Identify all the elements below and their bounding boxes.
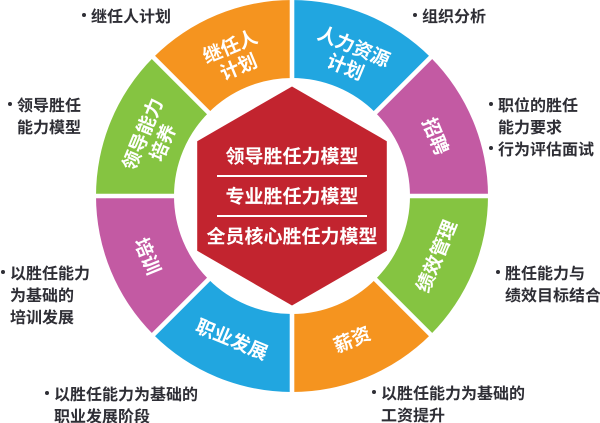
segment-dividers	[89, 0, 495, 399]
segment-career-dev	[153, 279, 292, 393]
bullet-dot-icon	[413, 4, 422, 26]
perf-goal-note: 胜任能力与 绩效目标结合	[496, 261, 600, 305]
annotation-text: 行为评估面试	[498, 136, 595, 160]
annotation-text: 绩效目标结合	[505, 282, 600, 306]
segment-training	[96, 196, 209, 335]
bullet-dot-icon	[496, 261, 505, 283]
annotation-line: 职业发展阶段	[45, 404, 198, 423]
center-model-line: 领导胜任力模型	[225, 141, 359, 169]
annotation-text: 以胜任能力	[10, 260, 91, 284]
leadership-model-note: 领导胜任 能力模型	[8, 93, 81, 137]
segment-recruiting	[375, 57, 488, 197]
bullet-spacer	[496, 283, 505, 305]
annotation-line: 绩效目标结合	[496, 283, 600, 305]
annotation-text: 以胜任能力为基础的	[381, 380, 526, 404]
bullet-dot-icon	[45, 382, 54, 404]
bullet-dot-icon	[489, 93, 498, 115]
annotation-text: 职位的胜任	[498, 92, 579, 116]
annotation-line: 职位的胜任	[489, 93, 594, 115]
bullet-dot-icon	[489, 137, 498, 159]
annotation-text: 领导胜任	[17, 92, 82, 116]
succession-note: 继任人计划	[82, 4, 171, 26]
annotation-text: 能力要求	[498, 114, 563, 138]
bullet-dot-icon	[8, 93, 17, 115]
segment-performance-mgmt	[375, 196, 489, 335]
bullet-dot-icon	[372, 381, 381, 403]
annotation-line: 以胜任能力为基础的	[45, 382, 198, 404]
bullet-spacer	[1, 283, 10, 305]
annotation-text: 胜任能力与	[505, 260, 586, 284]
position-req-note: 职位的胜任 能力要求 行为评估面试	[489, 93, 594, 159]
bullet-spacer	[8, 115, 17, 137]
segment-leadership-dev	[96, 57, 209, 197]
annotation-text: 工资提升	[381, 402, 446, 423]
annotation-line: 能力模型	[8, 115, 81, 137]
annotation-line: 以胜任能力	[1, 261, 90, 283]
annotation-text: 继任人计划	[91, 3, 172, 27]
annotation-text: 培训发展	[10, 304, 75, 328]
training-dev-note: 以胜任能力 为基础的 培训发展	[1, 261, 90, 327]
center-divider-rule	[217, 215, 367, 217]
segment-salary	[292, 279, 431, 392]
annotation-text: 以胜任能力为基础的	[54, 381, 199, 405]
bullet-spacer	[45, 404, 54, 423]
bullet-dot-icon	[82, 4, 91, 26]
annotation-text: 组织分析	[422, 3, 487, 27]
annotation-line: 工资提升	[372, 403, 525, 423]
annotation-line: 继任人计划	[82, 4, 171, 26]
annotation-line: 组织分析	[413, 4, 486, 26]
center-hexagon	[197, 86, 387, 306]
center-model-line: 全员核心胜任力模型	[206, 222, 378, 249]
annotation-text: 为基础的	[10, 282, 75, 306]
annotation-line: 培训发展	[1, 305, 90, 327]
bullet-spacer	[489, 115, 498, 137]
career-stage-note: 以胜任能力为基础的 职业发展阶段	[45, 382, 198, 423]
annotation-line: 为基础的	[1, 283, 90, 305]
annotation-line: 以胜任能力为基础的	[372, 381, 525, 403]
salary-note: 以胜任能力为基础的 工资提升	[372, 381, 525, 423]
center-model-line: 专业胜任力模型	[225, 181, 359, 209]
annotation-text: 职业发展阶段	[54, 403, 151, 423]
annotation-text: 能力模型	[17, 114, 82, 138]
bullet-dot-icon	[1, 261, 10, 283]
org-analysis-note: 组织分析	[413, 4, 486, 26]
annotation-line: 行为评估面试	[489, 137, 594, 159]
segment-hr-planning	[292, 0, 431, 113]
segment-succession-plan	[153, 0, 292, 113]
bullet-spacer	[372, 403, 381, 423]
annotation-line: 能力要求	[489, 115, 594, 137]
center-divider-rule	[217, 174, 367, 177]
bullet-spacer	[1, 305, 10, 327]
annotation-line: 领导胜任	[8, 93, 81, 115]
annotation-line: 胜任能力与	[496, 261, 600, 283]
